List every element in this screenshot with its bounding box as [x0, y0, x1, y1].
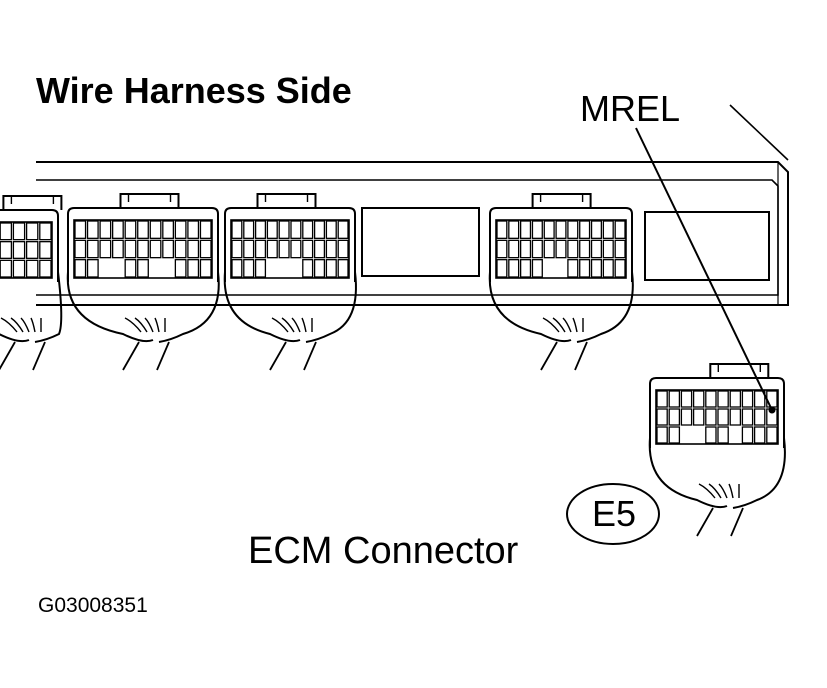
empty-slot — [361, 207, 480, 277]
connector-code-ellipse — [566, 483, 660, 545]
pin-label: MREL — [580, 88, 681, 129]
connector-1 — [66, 193, 220, 371]
figure-id: G03008351 — [38, 594, 148, 617]
connector-e5 — [648, 363, 786, 537]
connector-caption: ECM Connector — [248, 530, 519, 572]
diagram-title: Wire Harness Side — [36, 70, 352, 111]
connector-2 — [223, 193, 357, 371]
connector-partial-left — [0, 195, 63, 371]
harness-connectors — [0, 193, 786, 537]
empty-slot — [644, 211, 770, 281]
mrel-leader-line — [635, 127, 773, 411]
ecm-housing — [36, 104, 789, 306]
connector-3 — [488, 193, 634, 371]
connector-code-badge: E5 — [591, 493, 637, 534]
